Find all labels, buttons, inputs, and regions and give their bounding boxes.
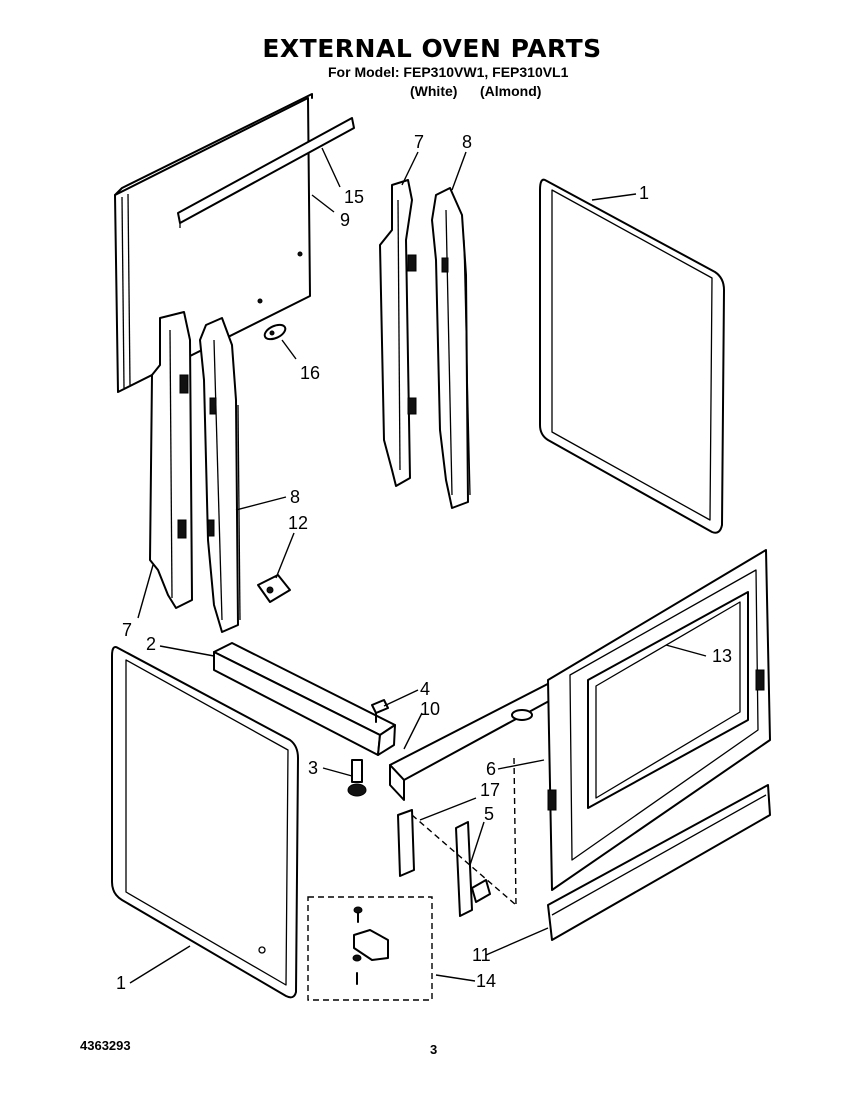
page-title: EXTERNAL OVEN PARTS (262, 34, 602, 63)
callout-10: 10 (420, 699, 440, 719)
callout-16: 16 (300, 363, 320, 383)
callout-12: 12 (288, 513, 308, 533)
part-1-frame-upper (539, 178, 725, 534)
part-13-window-glass (587, 591, 749, 809)
callout-15: 15 (344, 187, 364, 207)
part-11-bottom-trim (547, 784, 771, 941)
callout-17: 17 (480, 780, 500, 800)
callout-3: 3 (308, 758, 318, 778)
callout-13: 13 (712, 646, 732, 666)
part-2-channel (213, 642, 396, 756)
callout-1: 1 (639, 183, 649, 203)
part-4-screw (371, 699, 389, 723)
callout-7: 7 (414, 132, 424, 152)
part-8-hinge-rail-lower (199, 317, 241, 633)
assembly-dashed-line (411, 814, 517, 906)
callout-7: 7 (122, 620, 132, 640)
assembly-dashed-line (513, 757, 517, 906)
model-line: For Model: FEP310VW1, FEP310VL1 (328, 64, 569, 80)
part-3-leveling-leg (347, 759, 367, 797)
page-number: 3 (430, 1042, 438, 1057)
part-6-front-frame (511, 549, 771, 891)
part-14-kit-box (307, 896, 433, 1001)
callout-2: 2 (146, 634, 156, 654)
part-number: 4363293 (80, 1038, 131, 1053)
part-16-clip (263, 323, 287, 341)
part-12-bracket (257, 574, 291, 603)
part-1-frame-lower (111, 646, 299, 999)
part-17-side-panel (397, 809, 415, 877)
variant-almond: (Almond) (480, 83, 542, 99)
callout-9: 9 (340, 210, 350, 230)
part-8-hinge-rail-upper (431, 187, 471, 509)
variant-white: (White) (410, 83, 458, 99)
callout-4: 4 (420, 679, 430, 699)
callout-5: 5 (484, 804, 494, 824)
part-7-side-rail-upper (379, 179, 417, 487)
callout-leaders (129, 147, 707, 984)
callout-11: 11 (472, 945, 491, 965)
callout-1: 1 (116, 973, 126, 993)
callout-6: 6 (486, 759, 496, 779)
part-7-side-rail-lower (149, 311, 193, 609)
callout-8: 8 (290, 487, 300, 507)
part-5-hinge (455, 821, 491, 917)
callout-14: 14 (476, 971, 496, 991)
part-15-panel-strip (177, 117, 355, 228)
callout-8: 8 (462, 132, 472, 152)
